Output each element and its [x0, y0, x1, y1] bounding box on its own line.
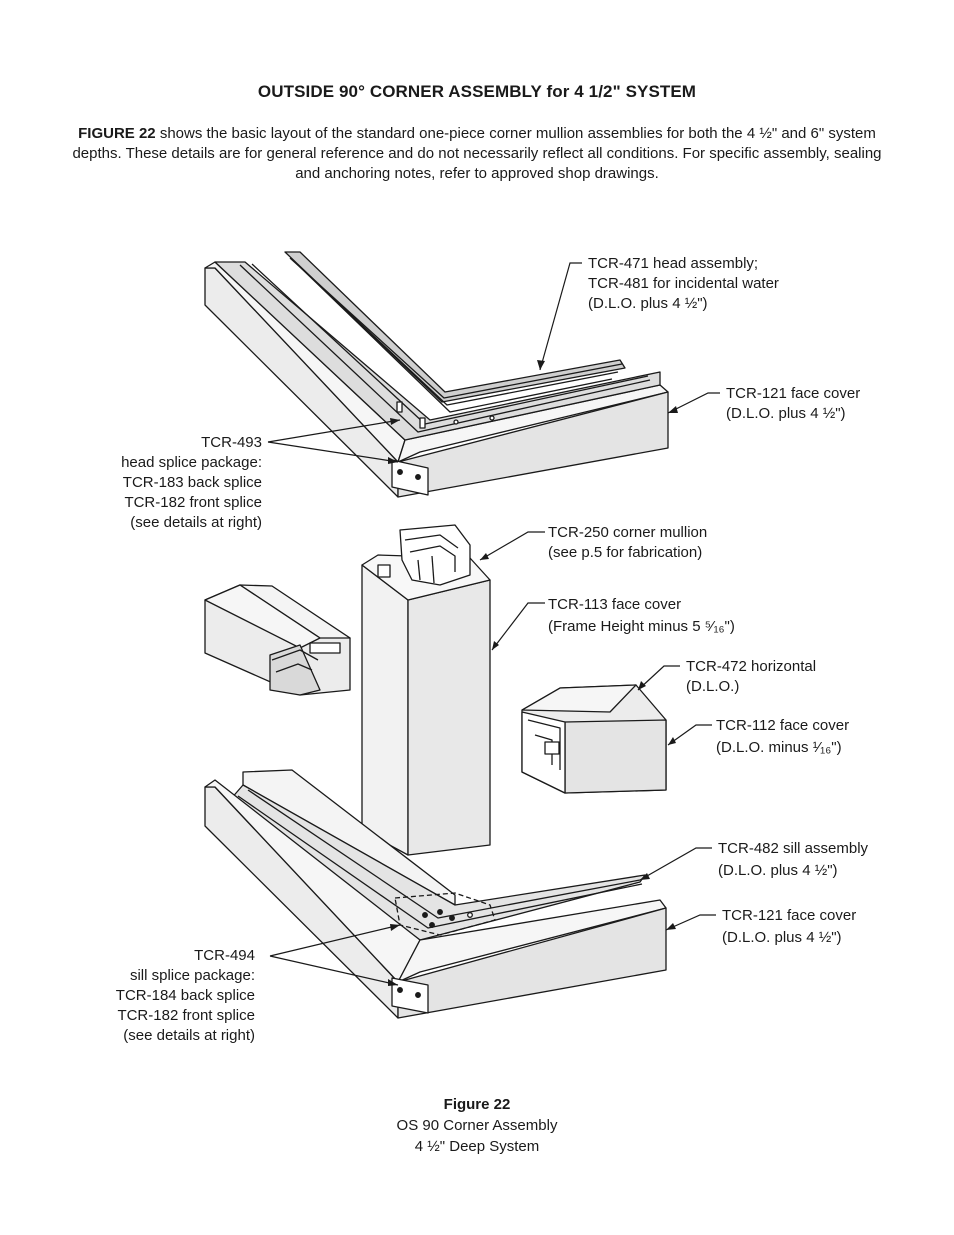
- page-title: OUTSIDE 90° CORNER ASSEMBLY for 4 1/2" S…: [257, 82, 697, 101]
- intro-text: shows the basic layout of the standard o…: [72, 125, 882, 182]
- right-horizontal: [521, 684, 667, 794]
- callout-head-face-cover: TCR-121 face cover (D.L.O. plus 4 ½"): [726, 385, 861, 422]
- callout-sill-splice: TCR-494 sill splice package: TCR-184 bac…: [115, 947, 255, 1044]
- left-horizontal: [204, 584, 351, 696]
- callout-corner-mullion: TCR-250 corner mullion (see p.5 for fabr…: [548, 524, 708, 561]
- callout-horizontal-face-cover: TCR-112 face cover (D.L.O. minus ¹⁄₁₆"): [716, 717, 850, 756]
- intro-paragraph: FIGURE 22 shows the basic layout of the …: [60, 124, 894, 184]
- leader-lines: [267, 262, 720, 986]
- figure-reference: FIGURE 22: [78, 125, 156, 142]
- caption-line-2: 4 ½" Deep System: [414, 1138, 540, 1155]
- callout-head-assembly: TCR-471 head assembly; TCR-481 for incid…: [588, 255, 779, 312]
- callout-head-splice: TCR-493 head splice package: TCR-183 bac…: [121, 434, 262, 531]
- sill-assembly: [204, 769, 667, 1019]
- callout-mullion-face-cover: TCR-113 face cover (Frame Height minus 5…: [548, 596, 735, 635]
- corner-mullion: [361, 524, 491, 856]
- callout-horizontal: TCR-472 horizontal (D.L.O.): [686, 658, 817, 695]
- callout-sill-face-cover: TCR-121 face cover (D.L.O. plus 4 ½"): [722, 907, 857, 946]
- caption-label: Figure 22: [443, 1096, 511, 1113]
- caption-line-1: OS 90 Corner Assembly: [396, 1117, 558, 1134]
- figure-caption: Figure 22 OS 90 Corner Assembly 4 ½" Dee…: [0, 1094, 954, 1157]
- callout-sill-assembly: TCR-482 sill assembly (D.L.O. plus 4 ½"): [718, 840, 869, 879]
- leader-arrows: [388, 360, 678, 986]
- head-assembly: [204, 251, 669, 498]
